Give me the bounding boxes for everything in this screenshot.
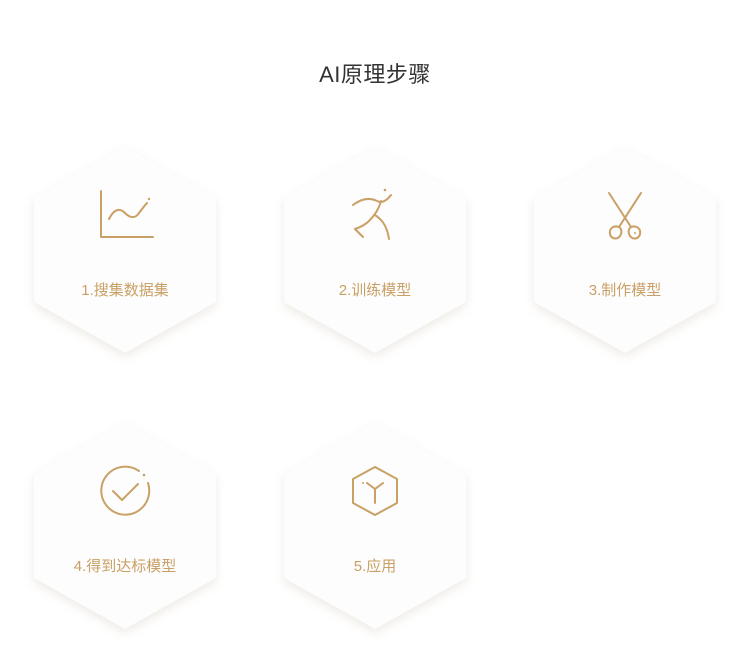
scissors-icon bbox=[595, 185, 655, 245]
hexagon-background bbox=[34, 423, 216, 629]
hexagon-background bbox=[34, 147, 216, 353]
check-circle-icon bbox=[95, 461, 155, 521]
step-label: 2.训练模型 bbox=[338, 282, 412, 299]
hexagon-background bbox=[534, 147, 716, 353]
hexagon-background bbox=[284, 147, 466, 353]
hexagon-cube-icon bbox=[345, 461, 405, 521]
step-label: 4.得到达标模型 bbox=[73, 558, 177, 575]
step-label: 1.搜集数据集 bbox=[81, 282, 169, 299]
line-chart-icon bbox=[95, 185, 155, 245]
step-card-5[interactable]: 5.应用 bbox=[280, 421, 470, 631]
step-card-4[interactable]: 4.得到达标模型 bbox=[30, 421, 220, 631]
hexagon-background bbox=[284, 423, 466, 629]
running-figure-icon bbox=[345, 185, 405, 245]
step-label: 5.应用 bbox=[353, 558, 397, 575]
page-title: AI原理步骤 bbox=[319, 62, 431, 87]
step-card-2[interactable]: 2.训练模型 bbox=[280, 145, 470, 355]
step-card-1[interactable]: 1.搜集数据集 bbox=[30, 145, 220, 355]
step-card-3[interactable]: 3.制作模型 bbox=[530, 145, 720, 355]
step-label: 3.制作模型 bbox=[588, 282, 662, 299]
